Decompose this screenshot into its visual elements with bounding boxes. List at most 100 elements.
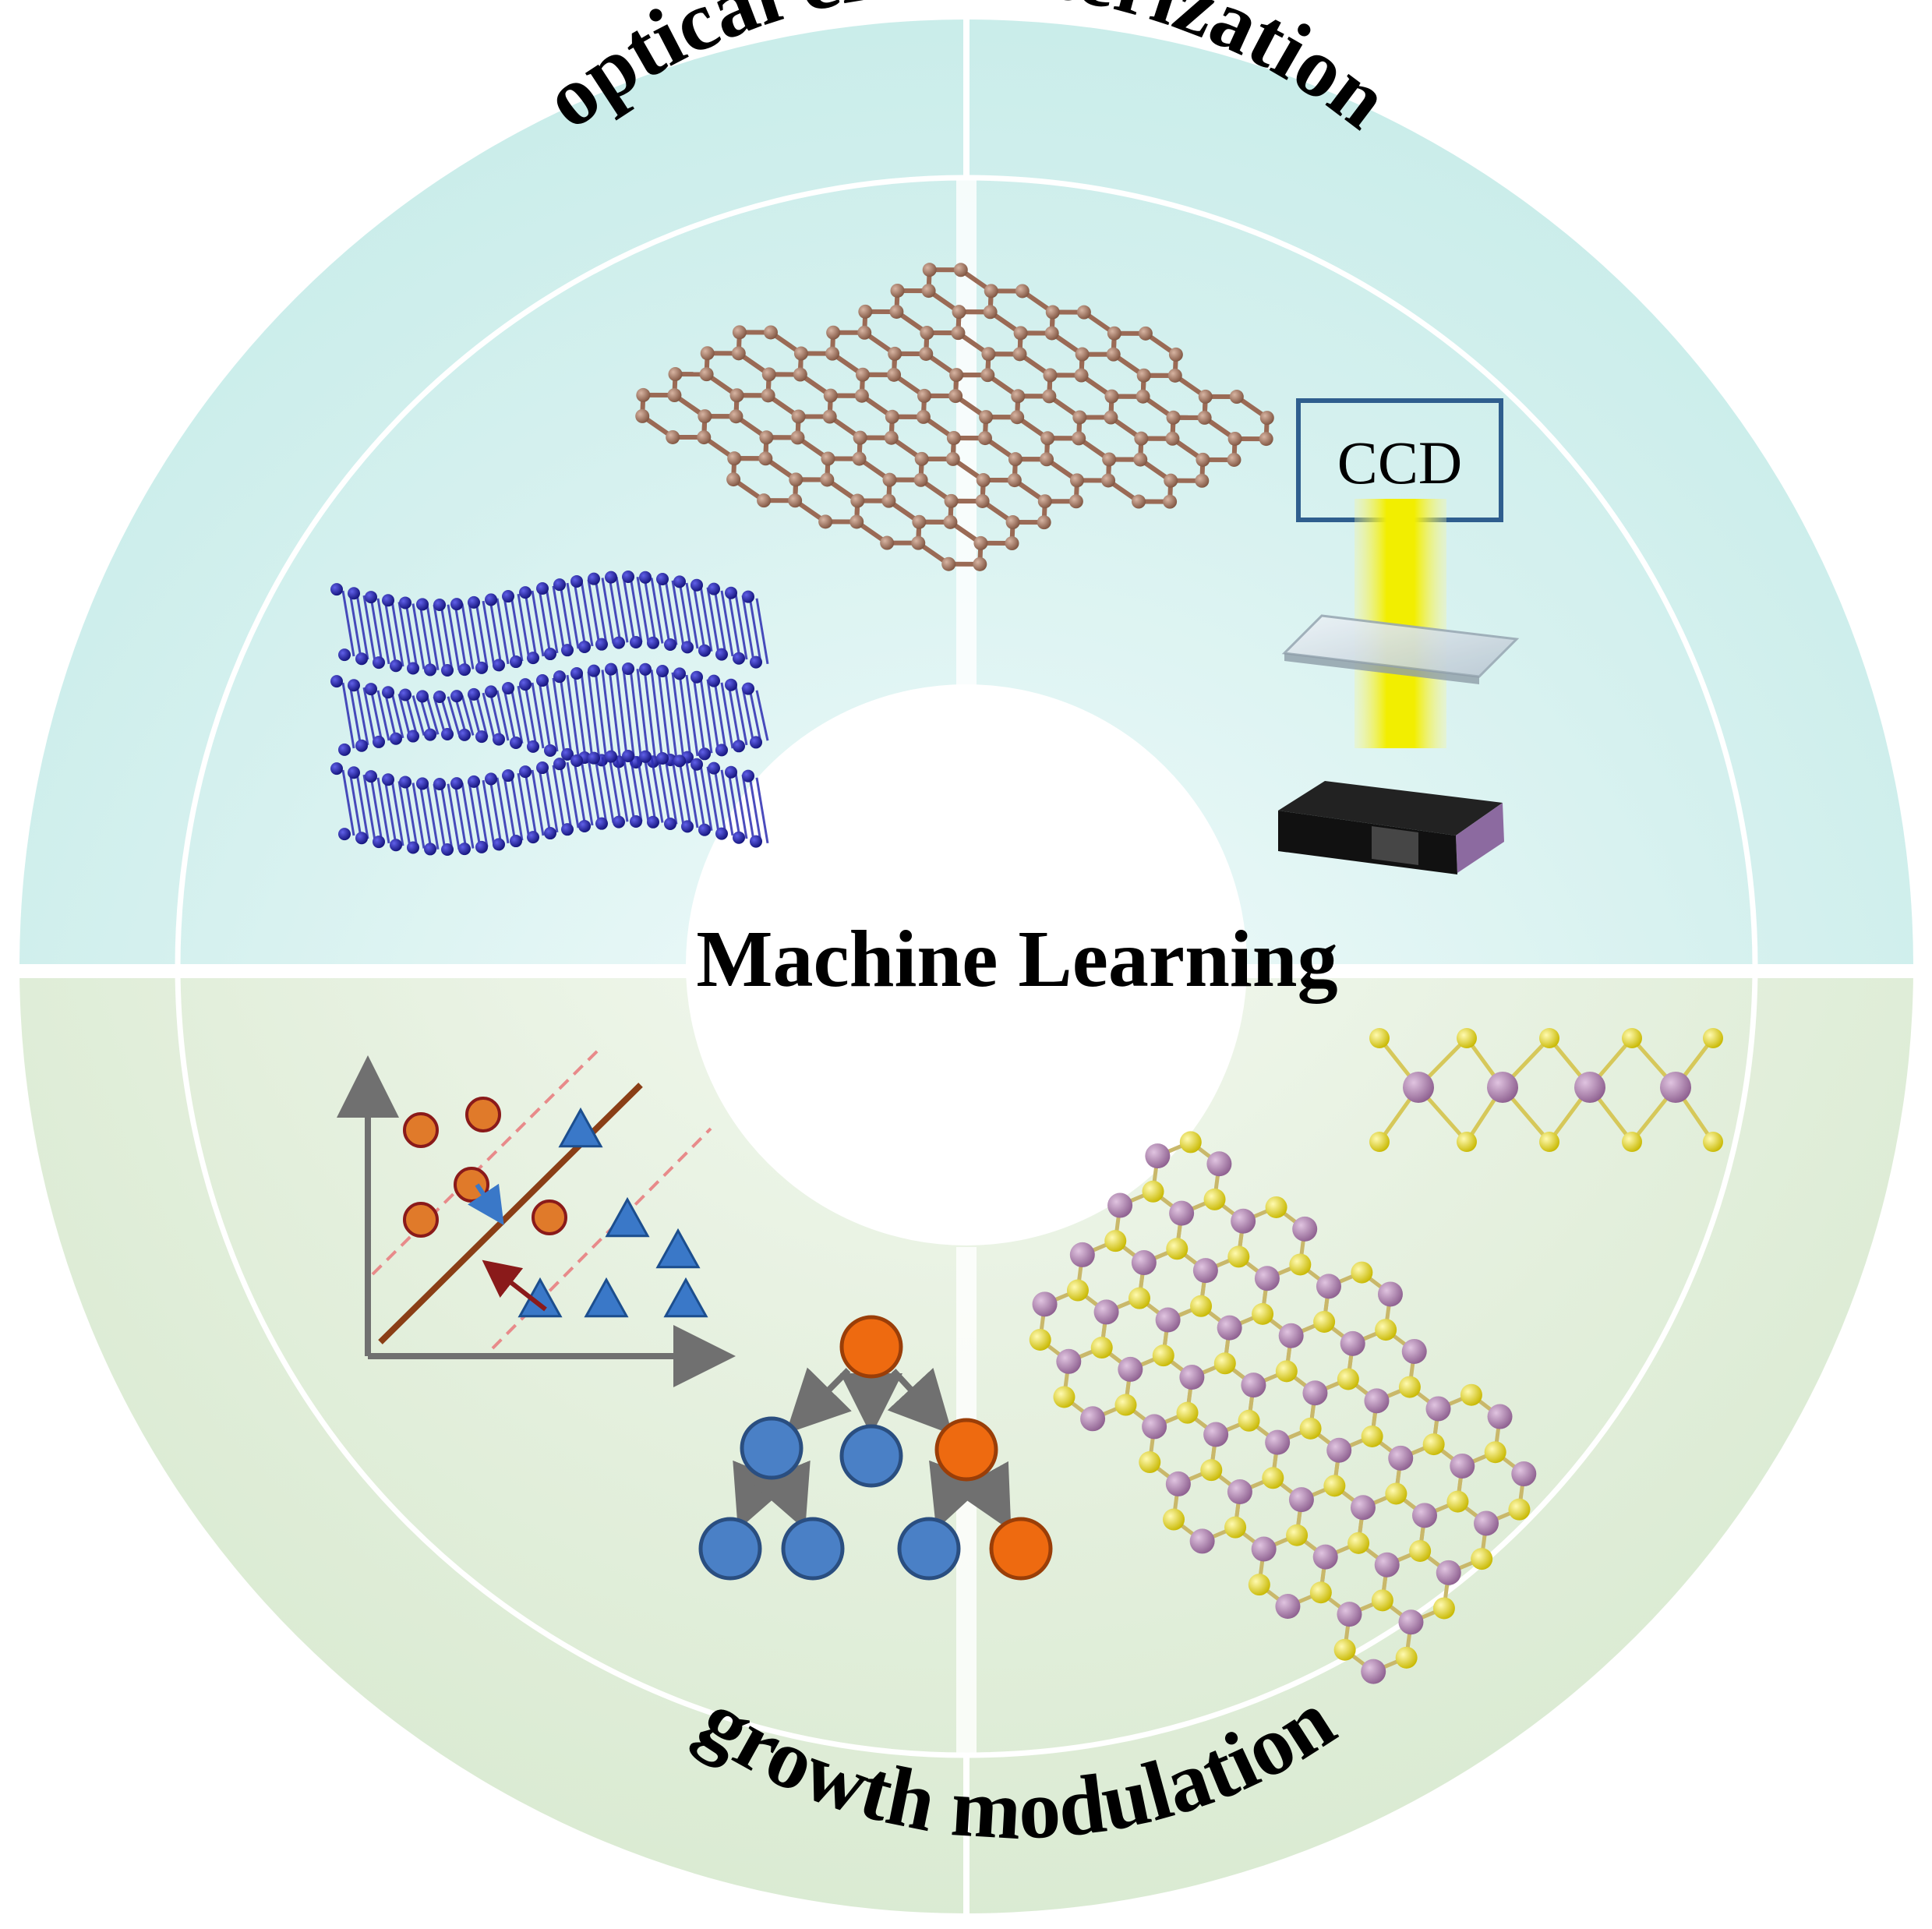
- carbon-atom: [1075, 347, 1090, 362]
- metal-atom: [1425, 1396, 1451, 1422]
- layer-atom: [553, 670, 566, 684]
- carbon-atom: [1104, 410, 1118, 425]
- carbon-atom: [791, 409, 806, 424]
- layer-atom: [673, 667, 686, 680]
- layer-atom: [750, 835, 762, 848]
- layer-atom: [475, 730, 488, 744]
- ccd-label: CCD: [1337, 429, 1462, 496]
- class-circle-point: [465, 1097, 501, 1132]
- carbon-atom: [635, 408, 650, 423]
- carbon-atom: [1068, 494, 1083, 509]
- carbon-atom: [822, 409, 837, 424]
- layer-atom: [561, 644, 574, 657]
- carbon-atom: [882, 472, 897, 487]
- sample-stage-front: [1278, 811, 1457, 874]
- layer-atom: [725, 678, 737, 691]
- carbon-atom: [945, 451, 960, 466]
- tmd-side-view: [1369, 1028, 1723, 1152]
- carbon-atom: [727, 451, 742, 466]
- chalcogen-atom: [1053, 1386, 1075, 1408]
- carbon-atom: [761, 367, 776, 382]
- layer-atom: [485, 593, 497, 606]
- metal-atom: [1377, 1281, 1403, 1307]
- metal-atom: [1487, 1404, 1513, 1429]
- metal-atom: [1312, 1544, 1338, 1570]
- carbon-atom: [1104, 389, 1119, 404]
- metal-atom: [1169, 1200, 1195, 1226]
- carbon-atom: [1163, 494, 1178, 509]
- metal-atom: [1131, 1250, 1157, 1276]
- carbon-atom: [1136, 368, 1151, 383]
- class-triangle-point: [655, 1228, 701, 1269]
- chalcogen-atom: [1539, 1028, 1559, 1048]
- chalcogen-atom: [1508, 1498, 1531, 1521]
- metal-atom: [1118, 1356, 1143, 1382]
- layer-atom: [355, 652, 368, 666]
- chalcogen-atom: [1446, 1490, 1469, 1513]
- metal-atom: [1241, 1373, 1266, 1398]
- carbon-atom: [1037, 515, 1051, 530]
- metal-atom: [1511, 1461, 1537, 1487]
- layer-atom: [595, 638, 608, 651]
- layer-atom: [450, 690, 463, 703]
- carbon-atom: [1007, 473, 1022, 488]
- carbon-atom: [821, 451, 835, 466]
- chalcogen-atom: [1029, 1328, 1051, 1351]
- carbon-atom: [1227, 431, 1242, 446]
- carbon-atom: [980, 368, 995, 383]
- layer-atom: [536, 761, 549, 775]
- layer-atom: [407, 730, 419, 743]
- layer-atom: [510, 835, 522, 848]
- tree-edge: [887, 1368, 953, 1435]
- carbon-atom: [952, 305, 966, 320]
- chalcogen-atom: [1323, 1475, 1346, 1497]
- layer-atom: [458, 843, 471, 856]
- metal-atom: [1080, 1406, 1106, 1432]
- layer-atom: [493, 659, 505, 672]
- sample-stage-top: [1278, 781, 1503, 836]
- metal-atom: [1288, 1487, 1314, 1513]
- layer-atom: [553, 758, 566, 771]
- carbon-atom: [759, 430, 774, 445]
- metal-atom: [1436, 1560, 1461, 1585]
- chalcogen-atom: [1351, 1261, 1373, 1284]
- carbon-atom: [1133, 452, 1148, 467]
- metal-atom: [1142, 1414, 1167, 1440]
- carbon-atom: [919, 346, 934, 361]
- layer-atom: [468, 687, 480, 701]
- layer-atom: [733, 740, 745, 753]
- class-circle-point: [532, 1199, 567, 1235]
- carbon-atom: [1229, 390, 1244, 405]
- chalcogen-atom: [1398, 1376, 1421, 1398]
- chalcogen-atom: [1457, 1132, 1477, 1152]
- layer-atom: [588, 572, 600, 585]
- layer-atom: [450, 598, 463, 611]
- layer-atom: [365, 683, 377, 696]
- carbon-atom: [823, 388, 838, 403]
- layer-atom: [570, 754, 583, 767]
- chalcogen-atom: [1484, 1441, 1506, 1464]
- carbon-atom: [763, 325, 778, 340]
- carbon-atom: [793, 367, 807, 382]
- layer-atom: [595, 817, 608, 830]
- carbon-atom: [1008, 452, 1023, 467]
- carbon-atom: [761, 388, 775, 403]
- metal-atom: [1302, 1380, 1328, 1406]
- chalcogen-atom: [1104, 1230, 1127, 1252]
- chalcogen-atom: [1139, 1451, 1161, 1474]
- carbon-atom: [758, 451, 773, 466]
- layer-atom: [433, 690, 446, 703]
- chalcogen-atom: [1460, 1383, 1482, 1406]
- metal-atom: [1340, 1330, 1365, 1356]
- carbon-atom: [729, 409, 743, 424]
- tree-edge: [929, 1460, 987, 1530]
- carbon-atom: [981, 347, 996, 362]
- carbon-atom: [731, 346, 746, 361]
- chalcogen-atom: [1179, 1131, 1202, 1154]
- support-vector-arrow-red: [482, 1260, 547, 1312]
- carbon-atom: [1227, 452, 1241, 467]
- layer-atom: [468, 595, 480, 609]
- tree-node-blue: [781, 1517, 845, 1581]
- layer-atom: [390, 732, 402, 745]
- layer-atom: [691, 578, 703, 592]
